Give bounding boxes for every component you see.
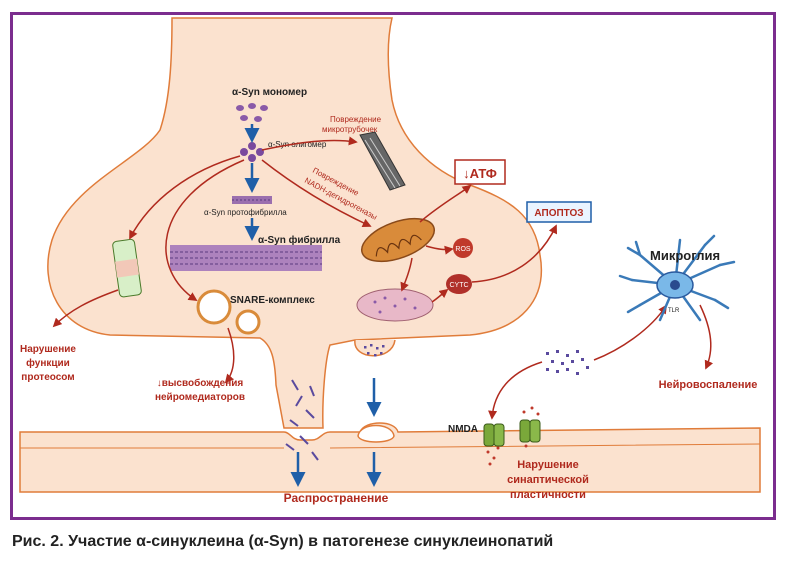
- label-protofibril: α-Syn протофибрилла: [204, 208, 287, 217]
- syn-fibrils-cleft: [285, 379, 319, 461]
- atp-box: [454, 159, 506, 185]
- arrow-oligomer-microtubule: [261, 136, 358, 151]
- arrow-mito-atp: [419, 184, 472, 223]
- organelle-dots: [373, 296, 417, 314]
- nmda-receptor-2: [519, 419, 541, 443]
- ros-circle: [453, 238, 473, 258]
- arrow-mito-organelle: [400, 257, 413, 292]
- microtubule: [359, 131, 406, 191]
- postsynaptic-inner-line: [20, 443, 761, 449]
- label-apoptosis: АПОПТОЗ: [534, 208, 583, 219]
- apoptosis-box: [526, 201, 592, 223]
- label-atp: ↓АТФ: [463, 166, 497, 181]
- vesicle-bump: [354, 339, 396, 357]
- syn-dots-extracellular: [546, 350, 589, 375]
- label-release-2: нейромедиаторов: [155, 392, 245, 403]
- snare-vesicle-large: [196, 289, 232, 325]
- label-microtubule-1: Повреждение: [330, 115, 382, 124]
- label-proteasome-2: функции: [26, 357, 70, 369]
- label-plasticity-3: пластичности: [510, 489, 586, 501]
- arrow-snare-release: [224, 327, 235, 384]
- arrow-syn-nmda: [488, 361, 543, 420]
- label-nmda: NMDA: [448, 424, 478, 435]
- presynaptic-terminal: [47, 17, 543, 429]
- arrow-organelle-cytc: [431, 288, 449, 303]
- snare-vesicle-small: [235, 309, 261, 335]
- label-oligomer: α-Syn олигомер: [268, 140, 327, 149]
- arrow-proteasome-label: [52, 289, 119, 328]
- mitochondrion: [361, 217, 435, 263]
- label-cytc: CYTC: [449, 282, 468, 289]
- postsynaptic-vesicle: [357, 424, 395, 443]
- label-snare: SNARE-комплекс: [230, 295, 315, 306]
- label-release-1: ↓высвобождения: [157, 377, 244, 389]
- label-microtubule-2: микротрубочек: [322, 125, 378, 134]
- label-spread: Распространение: [284, 491, 389, 505]
- label-plasticity-1: Нарушение: [517, 459, 579, 471]
- microglia-cell: [618, 234, 736, 322]
- postsynaptic-membrane: [19, 422, 761, 493]
- label-ros: ROS: [455, 246, 471, 253]
- syn-protofibril: [232, 196, 272, 204]
- label-plasticity-2: синаптической: [507, 474, 589, 486]
- arrow-mito-ros: [425, 245, 454, 255]
- label-proteasome-1: Нарушение: [20, 344, 76, 355]
- arrow-syn-microglia: [593, 304, 667, 361]
- syn-monomers: [236, 103, 268, 122]
- microglia-nucleus: [670, 280, 680, 290]
- cytc-ellipse: [446, 274, 472, 294]
- label-microglia: Микроглия: [650, 248, 720, 263]
- label-tlr: TLR: [668, 308, 680, 314]
- syn-dots-bump: [364, 344, 385, 357]
- arrow-oligomer-mitochondrion: [261, 159, 372, 228]
- arrow-microglia-inflammation: [699, 304, 714, 370]
- label-fibril: α-Syn фибрилла: [258, 234, 341, 246]
- figure-caption: Рис. 2. Участие α-синуклеина (α-Syn) в п…: [12, 533, 554, 550]
- label-proteasome-3: протеосом: [21, 372, 74, 383]
- proteasome: [112, 238, 142, 298]
- nmda-receptor-1: [483, 423, 505, 447]
- arrow-oligomer-snare: [165, 159, 245, 301]
- label-monomer: α-Syn мономер: [232, 87, 307, 98]
- label-neuroinflammation: Нейровоспаление: [659, 379, 758, 391]
- arrow-cytc-apoptosis: [471, 224, 558, 283]
- calcium-dots: [486, 406, 540, 466]
- arrow-oligomer-proteasome: [129, 155, 241, 240]
- syn-fibril: [170, 245, 322, 271]
